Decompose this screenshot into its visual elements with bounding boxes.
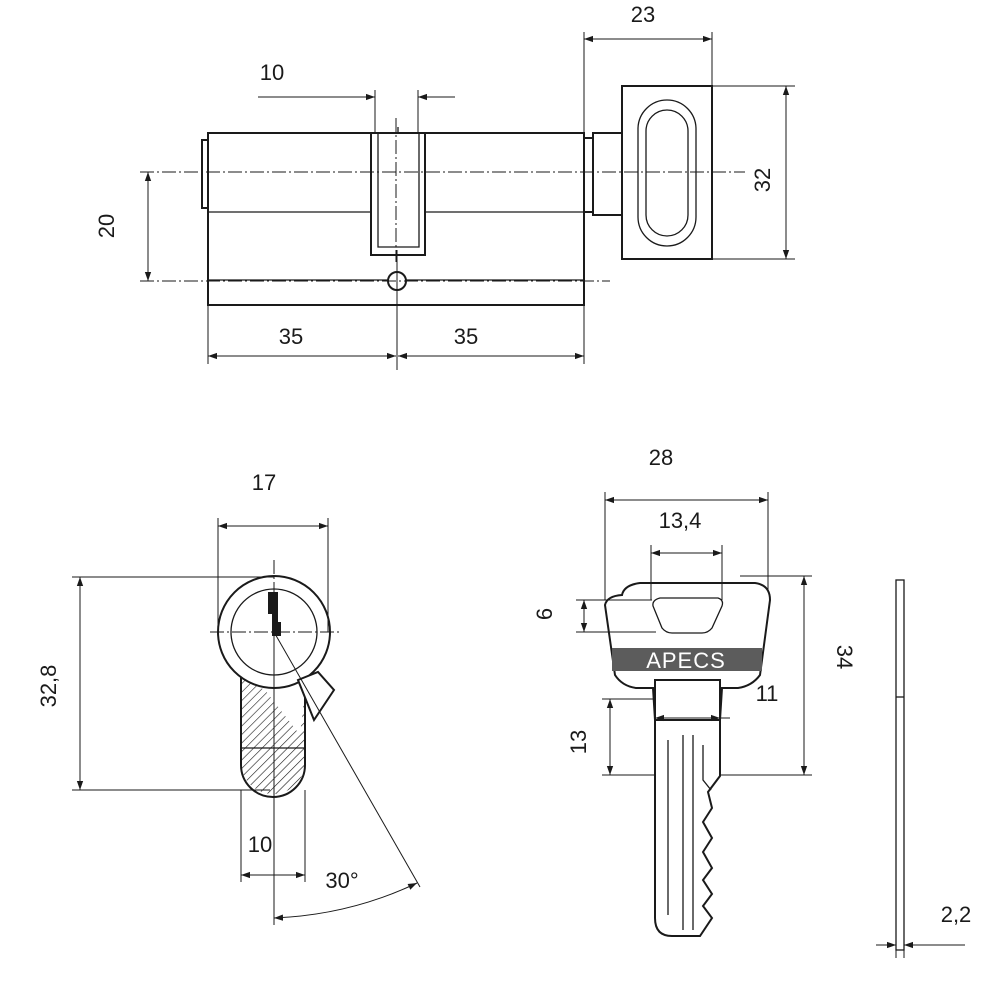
cam xyxy=(370,132,426,256)
dim-key-head-width: 28 xyxy=(649,445,673,470)
key-head xyxy=(603,582,772,721)
cylinder-profile-view: 17 32,8 10 30° xyxy=(36,470,421,925)
cylinder-end-step xyxy=(201,139,208,209)
dim-profile-width: 17 xyxy=(252,470,276,495)
dim-cam-width: 10 xyxy=(260,60,284,85)
dim-right-length: 35 xyxy=(454,324,478,349)
dim-key-length: 34 xyxy=(832,645,857,669)
dim-key-blade-offset: 11 xyxy=(756,681,779,706)
cylinder-side-view: 23 10 32 20 35 35 xyxy=(94,2,795,370)
key-view: APECS 28 13,4 6 34 13 11 xyxy=(532,445,971,958)
key-brand: APECS xyxy=(646,648,726,673)
dim-cam-angle: 30° xyxy=(325,868,358,893)
dim-key-thickness: 2,2 xyxy=(941,902,972,927)
dim-knob-width: 23 xyxy=(631,2,655,27)
dim-left-length: 35 xyxy=(279,324,303,349)
cam-lever xyxy=(296,670,336,723)
dim-key-shoulder: 13 xyxy=(566,730,591,754)
dim-knob-height: 32 xyxy=(750,168,775,192)
profile-section xyxy=(241,678,305,794)
key-brand-band xyxy=(612,648,762,671)
key-blade xyxy=(654,679,721,937)
key-side-view xyxy=(895,579,905,951)
dim-profile-height: 32,8 xyxy=(36,665,61,708)
dim-axis-offset: 20 xyxy=(94,214,119,238)
key-bow-hole xyxy=(652,597,724,634)
dim-base-width: 10 xyxy=(248,832,272,857)
dim-key-bow-height: 6 xyxy=(532,608,557,620)
knob-neck xyxy=(584,137,594,213)
dim-key-bow-width: 13,4 xyxy=(659,508,702,533)
